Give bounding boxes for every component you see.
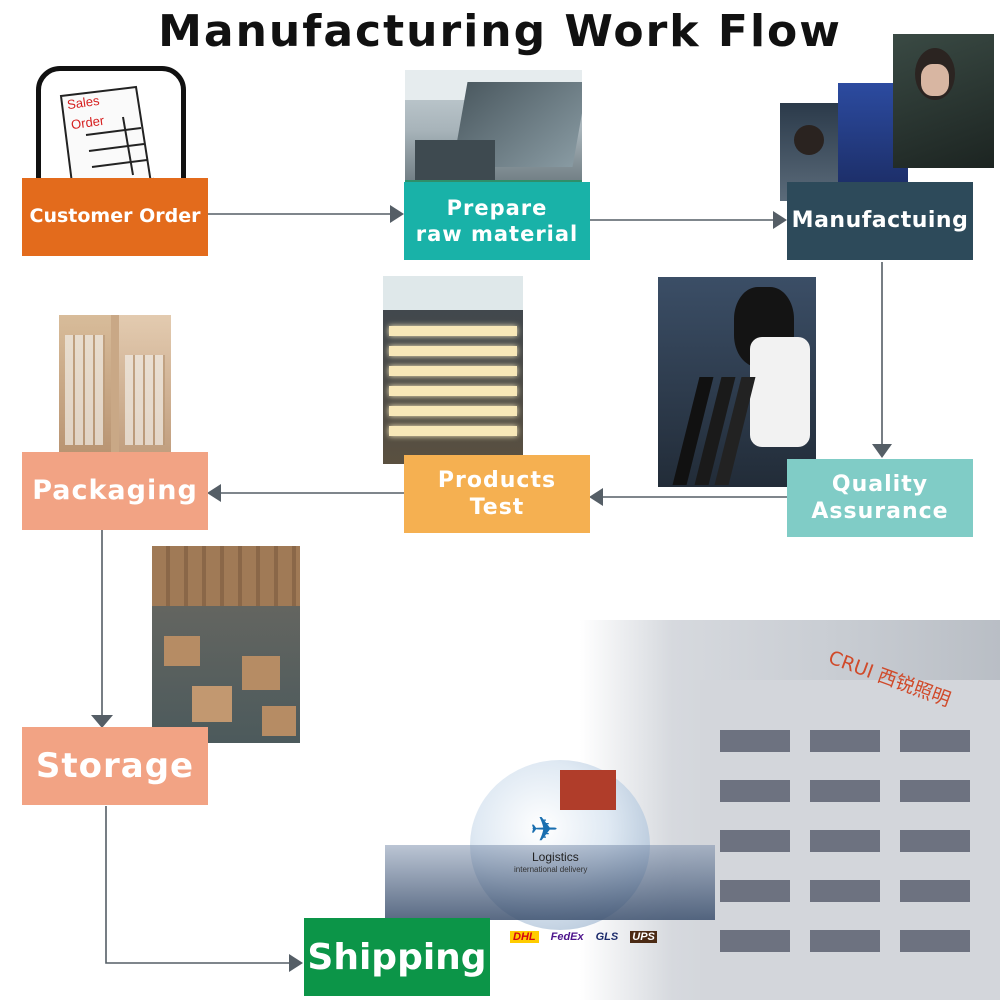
arrowhead-quality bbox=[872, 444, 892, 458]
step-products-label-line1: Products bbox=[437, 467, 557, 493]
step-customer-order: Customer Order bbox=[22, 178, 208, 256]
airplane-icon: ✈ bbox=[530, 810, 559, 850]
connector-storage-to-shipping bbox=[105, 806, 290, 964]
arrowhead-products bbox=[589, 488, 603, 506]
carrier-logo-fedex: FedEx bbox=[550, 931, 584, 943]
diagram-title: Manufacturing Work Flow bbox=[158, 6, 842, 57]
step-products-test: Products Test bbox=[404, 455, 590, 533]
step-manufacturing-label: Manufactuing bbox=[791, 208, 969, 234]
step-products-label-line2: Test bbox=[469, 495, 525, 520]
logistics-subtitle: international delivery bbox=[514, 865, 588, 874]
step-prepare-label-line1: Prepare bbox=[446, 195, 548, 220]
step-manufacturing: Manufactuing bbox=[787, 182, 973, 260]
carrier-logo-ups: UPS bbox=[630, 931, 657, 943]
step-packaging: Packaging bbox=[22, 452, 208, 530]
step-storage: Storage bbox=[22, 727, 208, 805]
step-quality-label-line2: Assurance bbox=[811, 499, 949, 524]
step-quality-assurance: Quality Assurance bbox=[787, 459, 973, 537]
logistics-scene bbox=[385, 845, 715, 920]
quality-assurance-photo bbox=[658, 277, 816, 487]
step-packaging-label: Packaging bbox=[32, 475, 198, 507]
storage-photo bbox=[152, 546, 300, 743]
step-prepare-label-line2: raw material bbox=[415, 222, 579, 246]
arrowhead-manufacturing bbox=[773, 211, 787, 229]
step-customer-order-label: Customer Order bbox=[29, 205, 201, 228]
manufacturing-photo-3 bbox=[893, 34, 994, 168]
arrowhead-shipping bbox=[289, 954, 303, 972]
cargo-container-stack bbox=[560, 770, 616, 810]
packaging-photo bbox=[59, 315, 171, 461]
step-shipping: Shipping bbox=[304, 918, 490, 996]
carrier-logo-dhl: DHL bbox=[510, 931, 539, 943]
products-test-photo bbox=[383, 276, 523, 464]
carrier-logos: DHL FedEx GLS UPS bbox=[510, 925, 710, 949]
step-shipping-label: Shipping bbox=[307, 936, 487, 978]
step-quality-label-line1: Quality bbox=[831, 471, 929, 497]
arrowhead-packaging bbox=[207, 484, 221, 502]
arrowhead-storage bbox=[91, 715, 113, 728]
carrier-logo-gls: GLS bbox=[595, 931, 619, 943]
step-storage-label: Storage bbox=[35, 745, 195, 786]
logistics-title: Logistics bbox=[532, 850, 579, 864]
arrowhead-prepare bbox=[390, 205, 404, 223]
step-prepare-raw-material: Prepare raw material bbox=[404, 182, 590, 260]
